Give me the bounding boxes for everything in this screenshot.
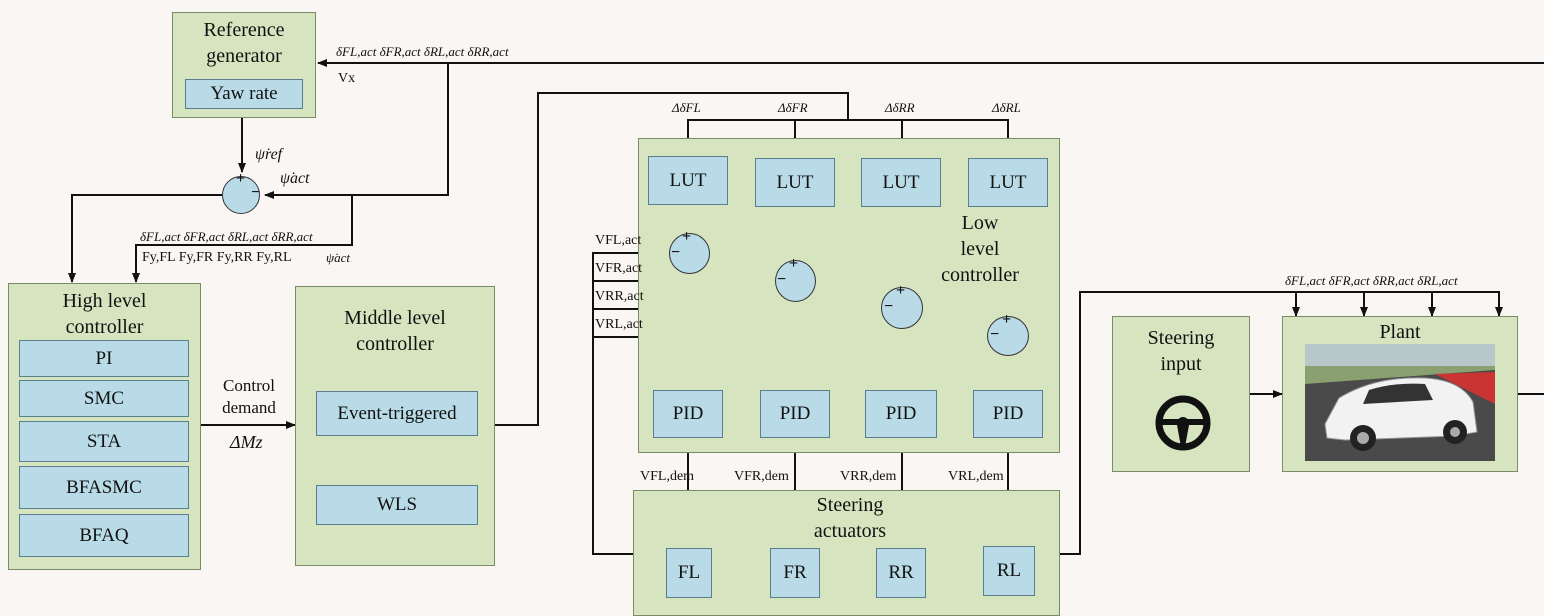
low-title-line2: level <box>960 238 1000 260</box>
delta-delta-rl: ΔδRL <box>992 100 1021 115</box>
v-rr-act-label: VRR,act <box>595 289 644 304</box>
pid-rl-block: PID <box>973 390 1043 438</box>
lut-rl-block: LUT <box>968 158 1048 207</box>
middle-title-line1: Middle level <box>344 307 446 329</box>
lut-fl-block: LUT <box>648 156 728 205</box>
reference-title-line1: Reference <box>203 19 285 41</box>
event-triggered-block: Event-triggered <box>316 391 478 436</box>
sum-fr <box>775 260 816 302</box>
bfasmc-block: BFASMC <box>19 466 189 509</box>
sum-rr <box>881 287 923 329</box>
lut-fr-block: LUT <box>755 158 835 207</box>
sum-fl-minus: − <box>671 244 681 261</box>
pi-block: PI <box>19 340 189 377</box>
pid-rr-block: PID <box>865 390 937 438</box>
sum-fl <box>669 233 710 274</box>
actuator-fl: FL <box>666 548 712 598</box>
actuator-rr: RR <box>876 548 926 598</box>
low-title-line3: controller <box>941 264 1019 286</box>
psi-act-label: ψ̇act <box>280 170 310 187</box>
middle-title-line2: controller <box>356 333 434 355</box>
steering-input-title-line1: Steering <box>1147 327 1215 349</box>
v-rl-act-label: VRL,act <box>595 317 643 332</box>
v-fr-dem-label: VFR,dem <box>734 469 789 484</box>
sum-rr-plus: + <box>896 282 906 299</box>
sum-fr-minus: − <box>777 271 787 288</box>
plant-title: Plant <box>1379 321 1421 343</box>
actuators-title-line2: actuators <box>813 520 887 542</box>
reference-generator-block: Reference generator Yaw rate <box>172 12 316 118</box>
steering-input-title-line2: input <box>1160 353 1202 375</box>
yaw-sum-plus: + <box>236 170 246 187</box>
v-rr-dem-label: VRR,dem <box>840 469 897 484</box>
sta-block: STA <box>19 421 189 462</box>
sum-fr-plus: + <box>789 255 799 272</box>
yaw-rate-block: Yaw rate <box>185 79 303 109</box>
psi-ref-label: ψ̇ref <box>255 146 283 163</box>
plant-block: Plant <box>1282 316 1518 472</box>
smc-block: SMC <box>19 380 189 417</box>
delta-delta-rr: ΔδRR <box>885 100 915 115</box>
force-signals: Fy,FL Fy,FR Fy,RR Fy,RL <box>142 250 292 265</box>
control-demand-line1: Control <box>223 376 275 395</box>
pid-fl-block: PID <box>653 390 723 438</box>
yaw-sum-minus: − <box>251 184 261 201</box>
sum-rl-minus: − <box>990 326 1000 343</box>
wls-block: WLS <box>316 485 478 525</box>
delta-delta-fl: ΔδFL <box>672 100 701 115</box>
delta-mz-label: ΔMz <box>230 432 263 452</box>
high-level-controller-block: High level controller PI SMC STA BFASMC … <box>8 283 201 570</box>
psi-act-label-2: ψ̇act <box>326 250 350 265</box>
actuator-fr: FR <box>770 548 820 598</box>
lut-rr-block: LUT <box>861 158 941 207</box>
control-demand-line2: demand <box>222 398 276 417</box>
plant-delta-signals: δFL,act δFR,act δRR,act δRL,act <box>1285 273 1458 288</box>
vehicle-image <box>1305 344 1495 461</box>
sum-fl-plus: + <box>682 228 692 245</box>
mid-delta-signals: δFL,act δFR,act δRL,act δRR,act <box>140 229 313 244</box>
sum-rl <box>987 316 1029 356</box>
steering-wheel-icon <box>1155 395 1211 451</box>
middle-level-controller-block: Middle level controller Event-triggered … <box>295 286 495 566</box>
actuators-title-line1: Steering <box>816 494 884 516</box>
v-fl-act-label: VFL,act <box>595 233 642 248</box>
actuator-rl: RL <box>983 546 1035 596</box>
sum-rr-minus: − <box>884 298 894 315</box>
reference-title-line2: generator <box>206 45 282 67</box>
low-title-line1: Low <box>961 212 999 234</box>
delta-delta-fr: ΔδFR <box>778 100 808 115</box>
pid-fr-block: PID <box>760 390 830 438</box>
top-delta-signals: δFL,act δFR,act δRL,act δRR,act <box>336 44 509 59</box>
high-title-line2: controller <box>65 316 144 338</box>
sum-rl-plus: + <box>1002 311 1012 328</box>
v-fr-act-label: VFR,act <box>595 261 643 276</box>
bfaq-block: BFAQ <box>19 514 189 557</box>
yaw-sum-junction <box>222 176 260 214</box>
high-title-line1: High level <box>62 290 147 312</box>
steering-input-block: Steering input <box>1112 316 1250 472</box>
v-fl-dem-label: VFL,dem <box>640 469 695 484</box>
v-rl-dem-label: VRL,dem <box>948 469 1004 484</box>
vx-label: Vx <box>338 71 356 86</box>
